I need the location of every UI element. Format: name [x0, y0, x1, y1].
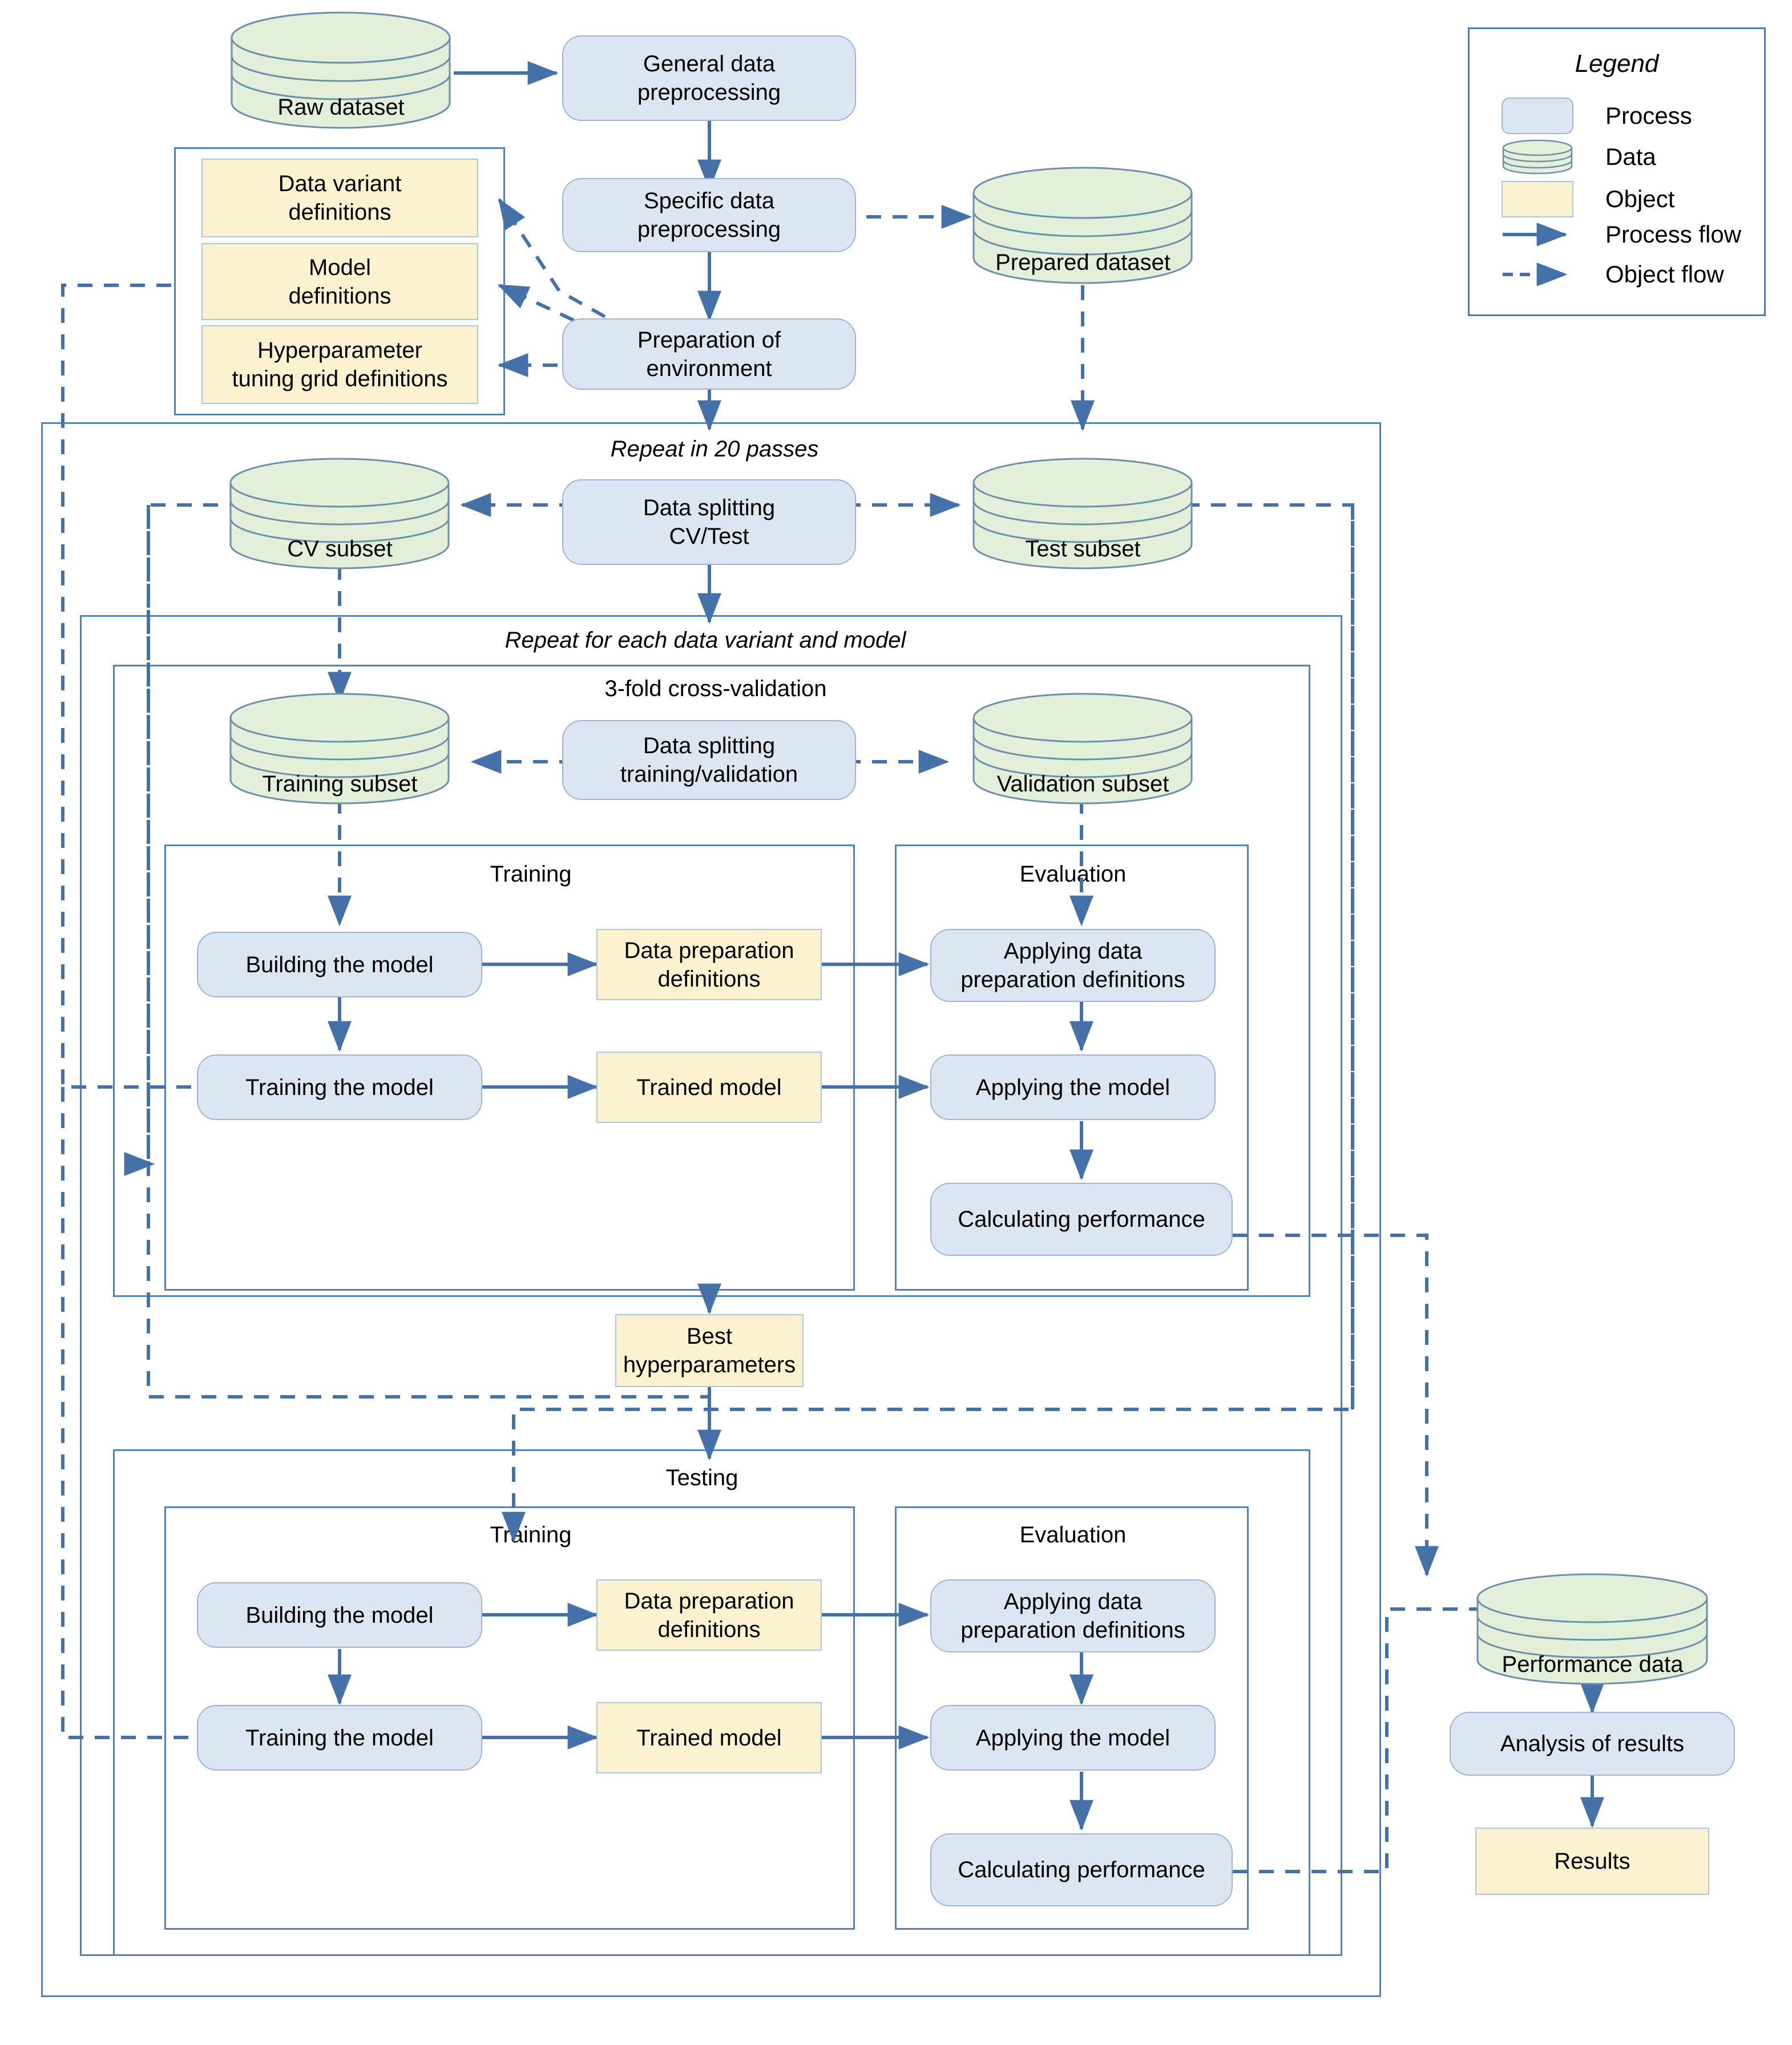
- legend-row-object-flow: Object flow: [1502, 261, 1724, 288]
- process-cv-building-the-model[interactable]: Building the model: [197, 932, 482, 997]
- process-general-data-preprocessing[interactable]: General data preprocessing: [562, 35, 856, 121]
- process-cv-applying-data-preparation-definitions[interactable]: Applying data preparation definitions: [930, 929, 1216, 1002]
- object-cv-trained-model[interactable]: Trained model: [596, 1052, 822, 1123]
- process-data-splitting-training-validation[interactable]: Data splitting training/validation: [562, 720, 856, 800]
- data-store-label: Validation subset: [996, 771, 1169, 797]
- group-label-test-evaluation: Evaluation: [1019, 1522, 1127, 1547]
- data-store-label: Test subset: [1025, 536, 1141, 561]
- object-best-hyperparameters[interactable]: Best hyperparameters: [615, 1314, 804, 1387]
- group-label-repeat-variant-model: Repeat for each data variant and model: [504, 628, 906, 653]
- legend-label: Process: [1605, 102, 1692, 129]
- group-label-test-training: Training: [490, 1522, 572, 1547]
- process-test-building-the-model[interactable]: Building the model: [197, 1582, 482, 1648]
- legend-label: Data: [1605, 143, 1656, 170]
- group-label-cv-training: Training: [490, 862, 572, 887]
- object-model-definitions[interactable]: Model definitions: [201, 243, 478, 320]
- data-store-label: Raw dataset: [277, 95, 405, 120]
- data-store-cv-subset: CV subset: [227, 456, 453, 571]
- legend-row-process-flow: Process flow: [1502, 221, 1741, 248]
- process-specific-data-preprocessing[interactable]: Specific data preprocessing: [562, 178, 856, 252]
- data-cylinder-icon: [1502, 139, 1573, 175]
- process-cv-applying-the-model[interactable]: Applying the model: [930, 1054, 1216, 1120]
- legend-label: Object flow: [1605, 261, 1724, 288]
- legend-title: Legend: [1575, 50, 1659, 78]
- process-analysis-of-results[interactable]: Analysis of results: [1450, 1712, 1735, 1776]
- object-hyperparameter-tuning-grid-definitions[interactable]: Hyperparameter tuning grid definitions: [201, 325, 478, 404]
- process-test-applying-the-model[interactable]: Applying the model: [930, 1705, 1216, 1771]
- legend-row-data: Data: [1502, 139, 1656, 175]
- process-test-calculating-performance[interactable]: Calculating performance: [930, 1833, 1233, 1906]
- process-test-training-the-model[interactable]: Training the model: [197, 1705, 482, 1771]
- object-cv-data-preparation-definitions[interactable]: Data preparation definitions: [596, 929, 822, 1000]
- legend-label: Object: [1605, 185, 1675, 212]
- process-swatch-icon: [1502, 98, 1573, 134]
- solid-arrow-icon: [1502, 223, 1573, 246]
- dashed-arrow-icon: [1502, 262, 1573, 286]
- object-data-variant-definitions[interactable]: Data variant definitions: [201, 159, 478, 237]
- data-store-validation-subset: Validation subset: [970, 692, 1196, 806]
- group-label-repeat-20-passes: Repeat in 20 passes: [610, 437, 819, 462]
- object-test-trained-model[interactable]: Trained model: [596, 1702, 822, 1773]
- legend-label: Process flow: [1605, 221, 1742, 248]
- process-cv-calculating-performance[interactable]: Calculating performance: [930, 1183, 1233, 1256]
- legend-row-process: Process: [1502, 98, 1692, 134]
- process-cv-training-the-model[interactable]: Training the model: [197, 1054, 482, 1120]
- legend: Legend Process Data Object: [1468, 27, 1766, 316]
- data-store-label: CV subset: [287, 536, 393, 561]
- object-results[interactable]: Results: [1475, 1828, 1709, 1895]
- data-store-label: Performance data: [1502, 1652, 1684, 1677]
- process-data-splitting-cv-test[interactable]: Data splitting CV/Test: [562, 479, 856, 565]
- data-store-test-subset: Test subset: [970, 456, 1196, 571]
- process-preparation-of-environment[interactable]: Preparation of environment: [562, 318, 856, 390]
- object-swatch-icon: [1502, 181, 1573, 217]
- group-label-cv-evaluation: Evaluation: [1019, 862, 1127, 887]
- data-store-label: Prepared dataset: [995, 250, 1171, 275]
- process-test-applying-data-preparation-definitions[interactable]: Applying data preparation definitions: [930, 1579, 1216, 1652]
- legend-row-object: Object: [1502, 181, 1674, 217]
- object-test-data-preparation-definitions[interactable]: Data preparation definitions: [596, 1579, 822, 1651]
- group-label-testing: Testing: [665, 1465, 738, 1490]
- data-store-label: Training subset: [262, 771, 418, 797]
- group-label-three-fold-cv: 3-fold cross-validation: [604, 676, 827, 701]
- data-store-prepared-dataset: Prepared dataset: [970, 165, 1196, 285]
- data-store-training-subset: Training subset: [227, 692, 453, 806]
- data-store-raw-dataset: Raw dataset: [228, 10, 454, 130]
- data-store-performance-data: Performance data: [1474, 1572, 1711, 1686]
